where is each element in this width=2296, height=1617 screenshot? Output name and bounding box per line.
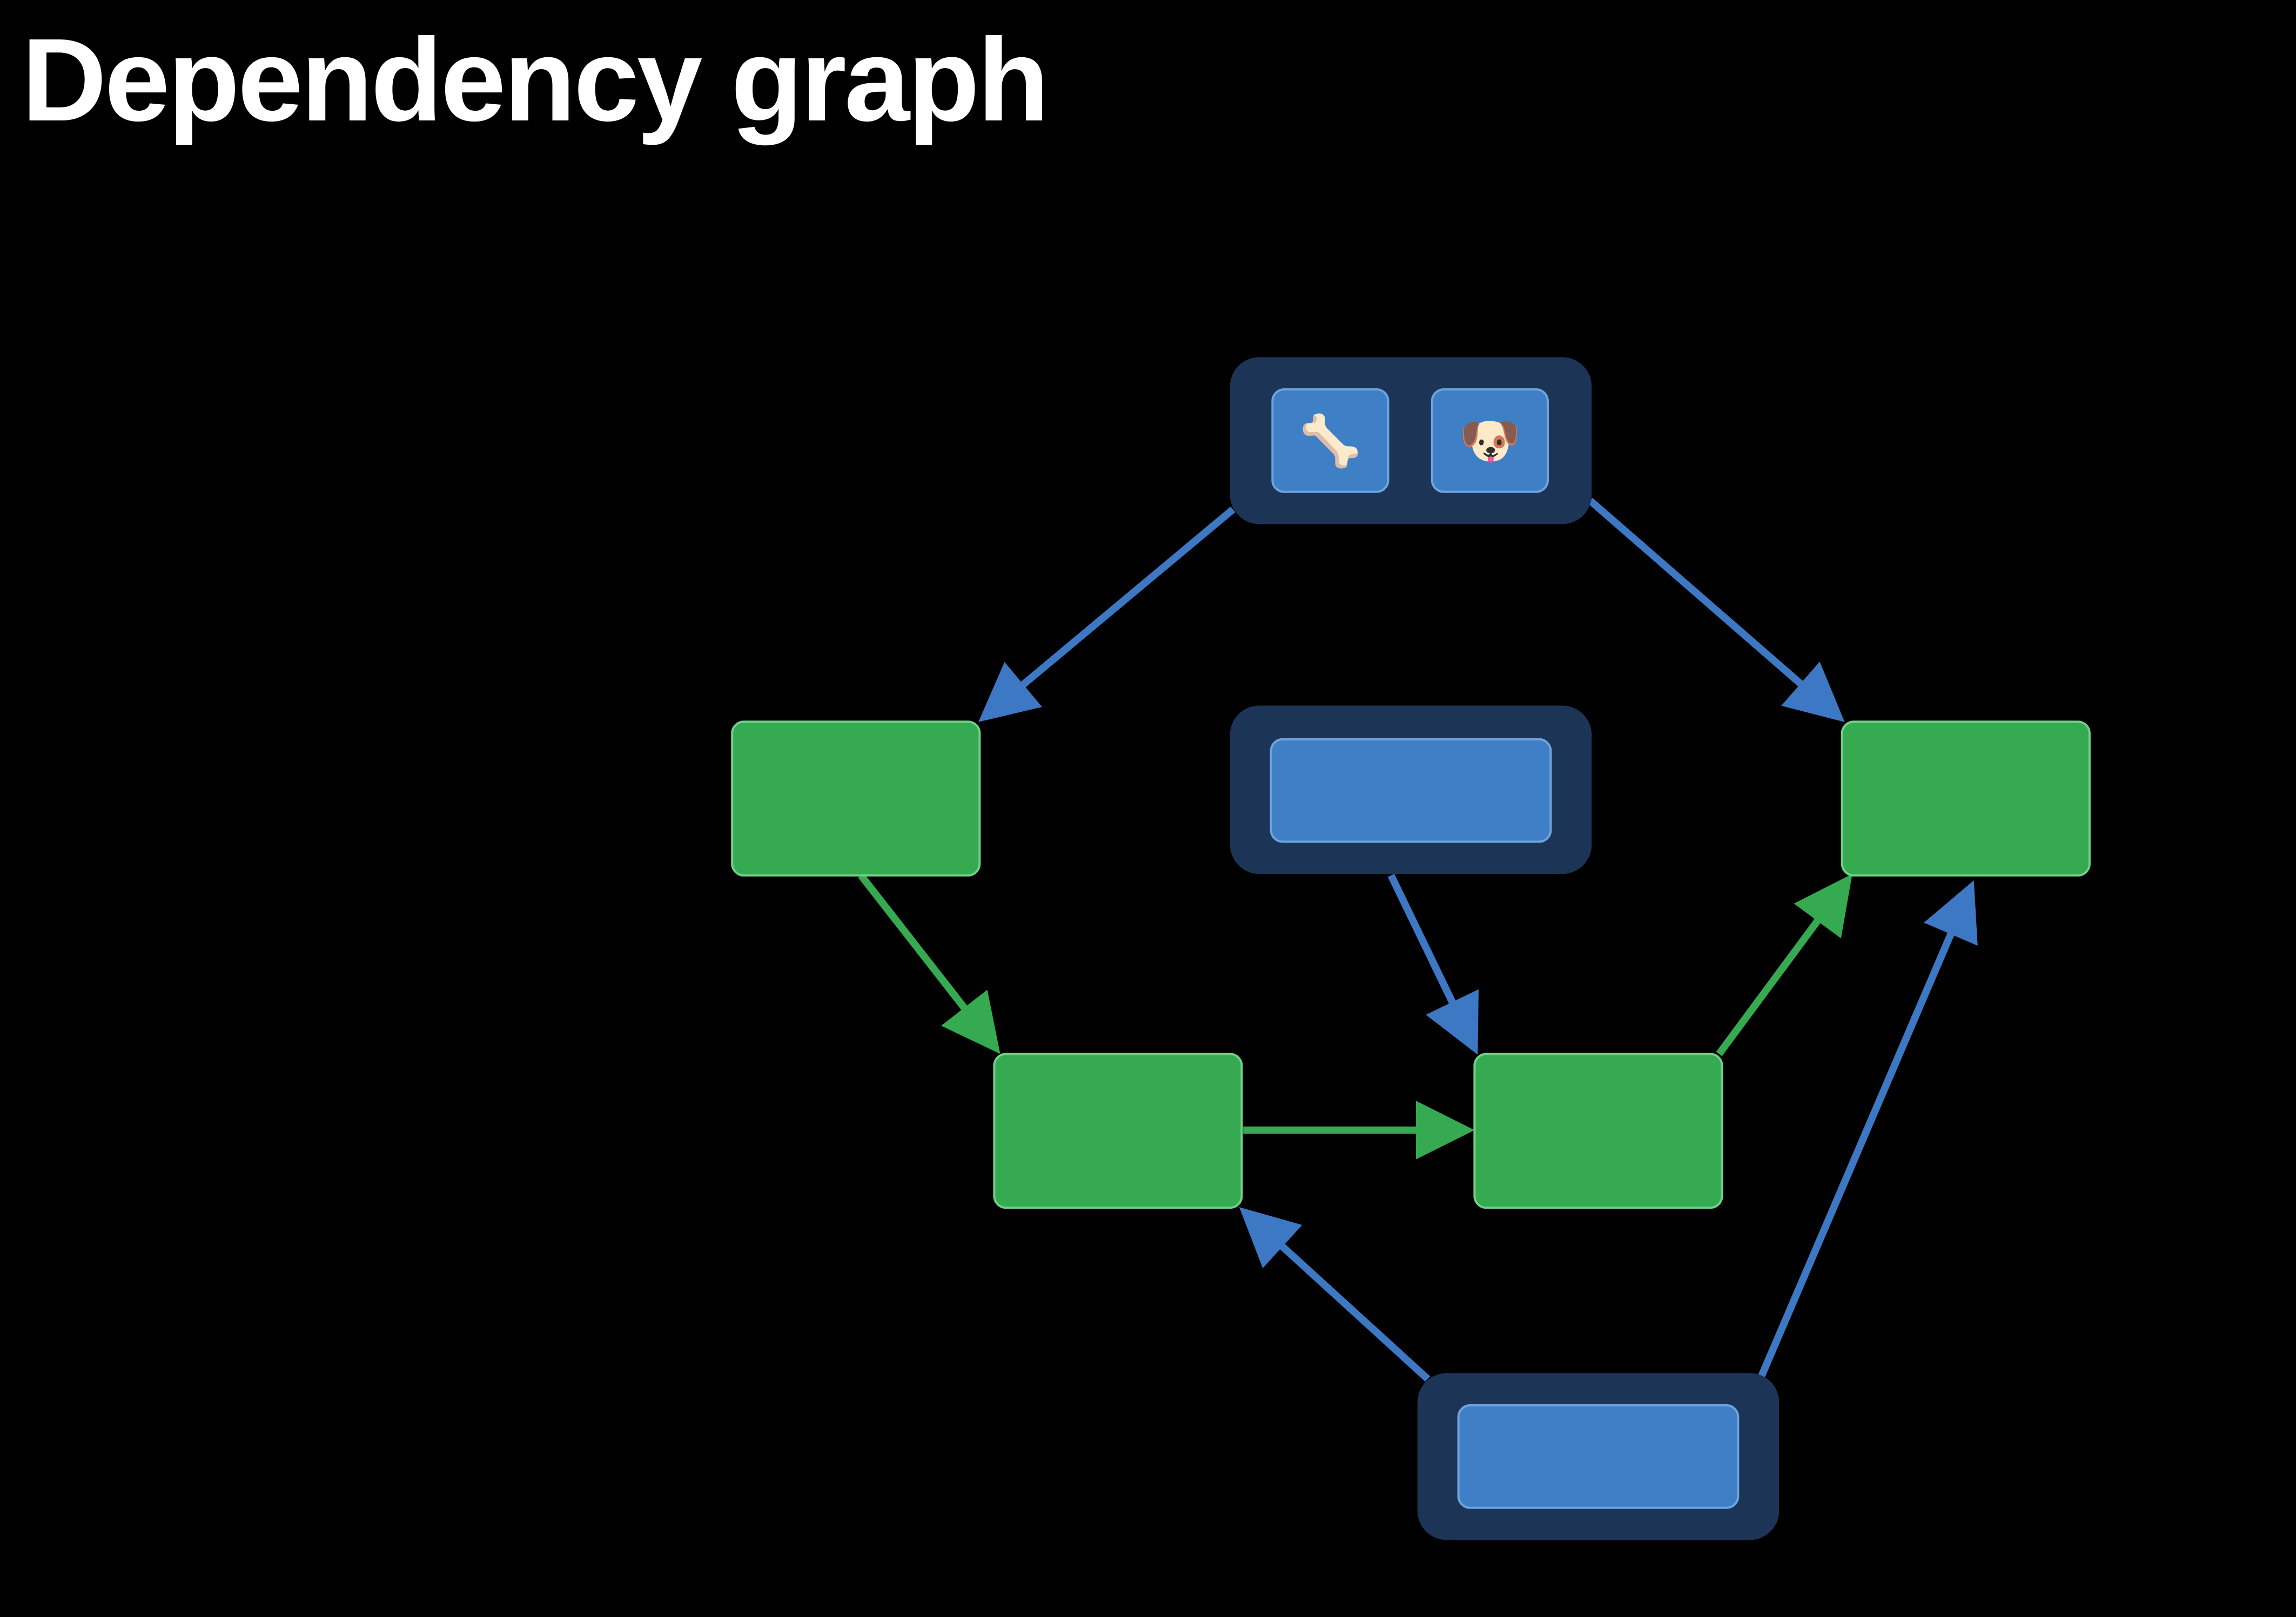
- node-state-bottom: [1457, 1404, 1740, 1509]
- edges-layer: [858, 497, 1978, 1382]
- bone-icon: 🦴: [1299, 411, 1361, 470]
- state-middle-box: [1270, 738, 1552, 843]
- view-lower-left-box: [993, 1053, 1243, 1209]
- state-dog-box: [1431, 388, 1549, 493]
- node-state-dog: 🐶: [1431, 388, 1549, 493]
- edge-state-top-group-to-view-left: [978, 507, 1236, 722]
- view-lower-middle-box: [1473, 1053, 1723, 1209]
- edge-state-bottom-to-view-right: [1758, 880, 1978, 1378]
- edge-state-middle-to-view-lower-middle: [1387, 873, 1479, 1055]
- state-bone-box: [1271, 388, 1389, 493]
- node-state-middle: [1270, 738, 1552, 843]
- nodes-layer: 🦴🐶: [731, 357, 2091, 1540]
- state-bottom-box: [1457, 1404, 1740, 1509]
- edge-state-top-group-to-view-right: [1588, 497, 1845, 723]
- node-view-lower-middle: [1473, 1053, 1723, 1209]
- edge-view-left-to-view-lower-left: [858, 873, 1001, 1054]
- edge-state-bottom-to-view-lower-left: [1239, 1207, 1431, 1382]
- node-state-bone: 🦴: [1271, 388, 1389, 493]
- node-view-right: [1841, 720, 2091, 877]
- page-title: Dependency graph: [22, 15, 1049, 146]
- view-left-box: [731, 720, 981, 877]
- node-view-lower-left: [993, 1053, 1243, 1209]
- edge-view-lower-middle-to-view-right: [1716, 874, 1852, 1056]
- dog-face-icon: 🐶: [1459, 412, 1521, 470]
- view-right-box: [1841, 720, 2091, 877]
- node-view-left: [731, 720, 981, 877]
